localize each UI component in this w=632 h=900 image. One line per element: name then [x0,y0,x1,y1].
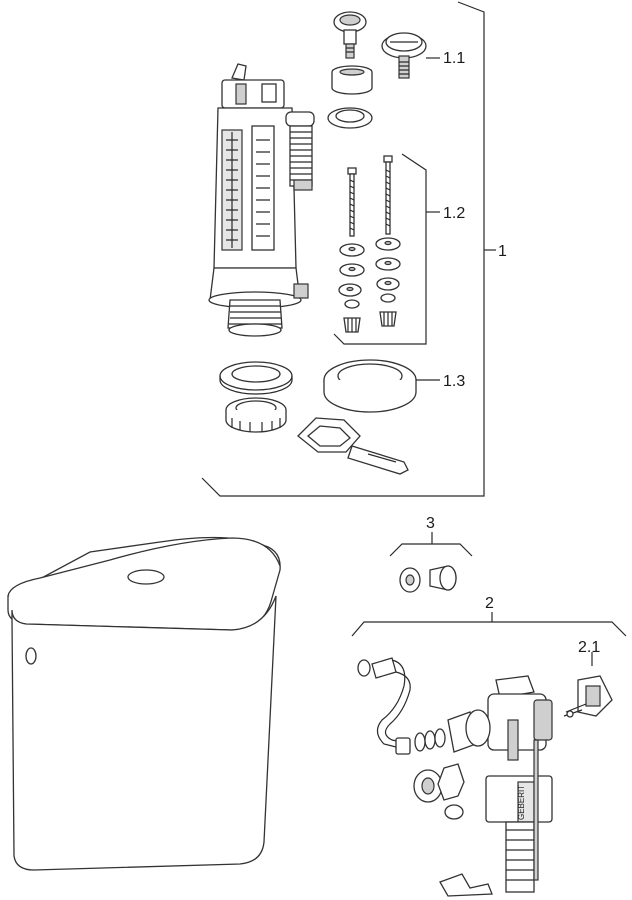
group-3-bracket [389,532,473,557]
callout-1: 1 [498,243,507,260]
screw-kit-bracket [333,153,440,345]
screw-icon [383,155,393,235]
callout-1-3: 1.3 [443,373,465,390]
seal-ring-small-icon [219,361,293,395]
valve-head-icon [563,675,613,718]
o-rings-icon [414,728,446,752]
flush-valve-icon [208,63,315,337]
washer-stack-icon [338,237,401,309]
callout-2-1: 2.1 [578,639,600,656]
connector-fitting-icon [399,565,457,593]
wall-plug-icon [343,311,397,333]
group-1-bracket [201,1,496,497]
push-button-round-icon [333,11,367,59]
callout-2: 2 [485,595,494,612]
button-ring-icon [327,107,373,129]
wrench-tool-icon [297,417,409,475]
group-2-bracket [351,612,627,637]
seal-ring-large-icon [323,359,417,413]
brand-mark: GEBERIT [517,785,526,820]
cistern-icon [7,536,281,871]
callout-1-2: 1.2 [443,205,465,222]
push-button-slotted-icon [381,32,427,79]
screw-icon [347,167,357,237]
button-sleeve-icon [331,65,373,95]
float-clip-icon [439,873,493,897]
callout-1-1: 1.1 [443,50,465,67]
nut-and-washer-icon [413,763,465,820]
flexible-hose-icon [357,657,411,755]
fill-valve-icon: GEBERIT [447,675,553,893]
callout-3: 3 [426,515,435,532]
lock-nut-icon [225,397,287,433]
